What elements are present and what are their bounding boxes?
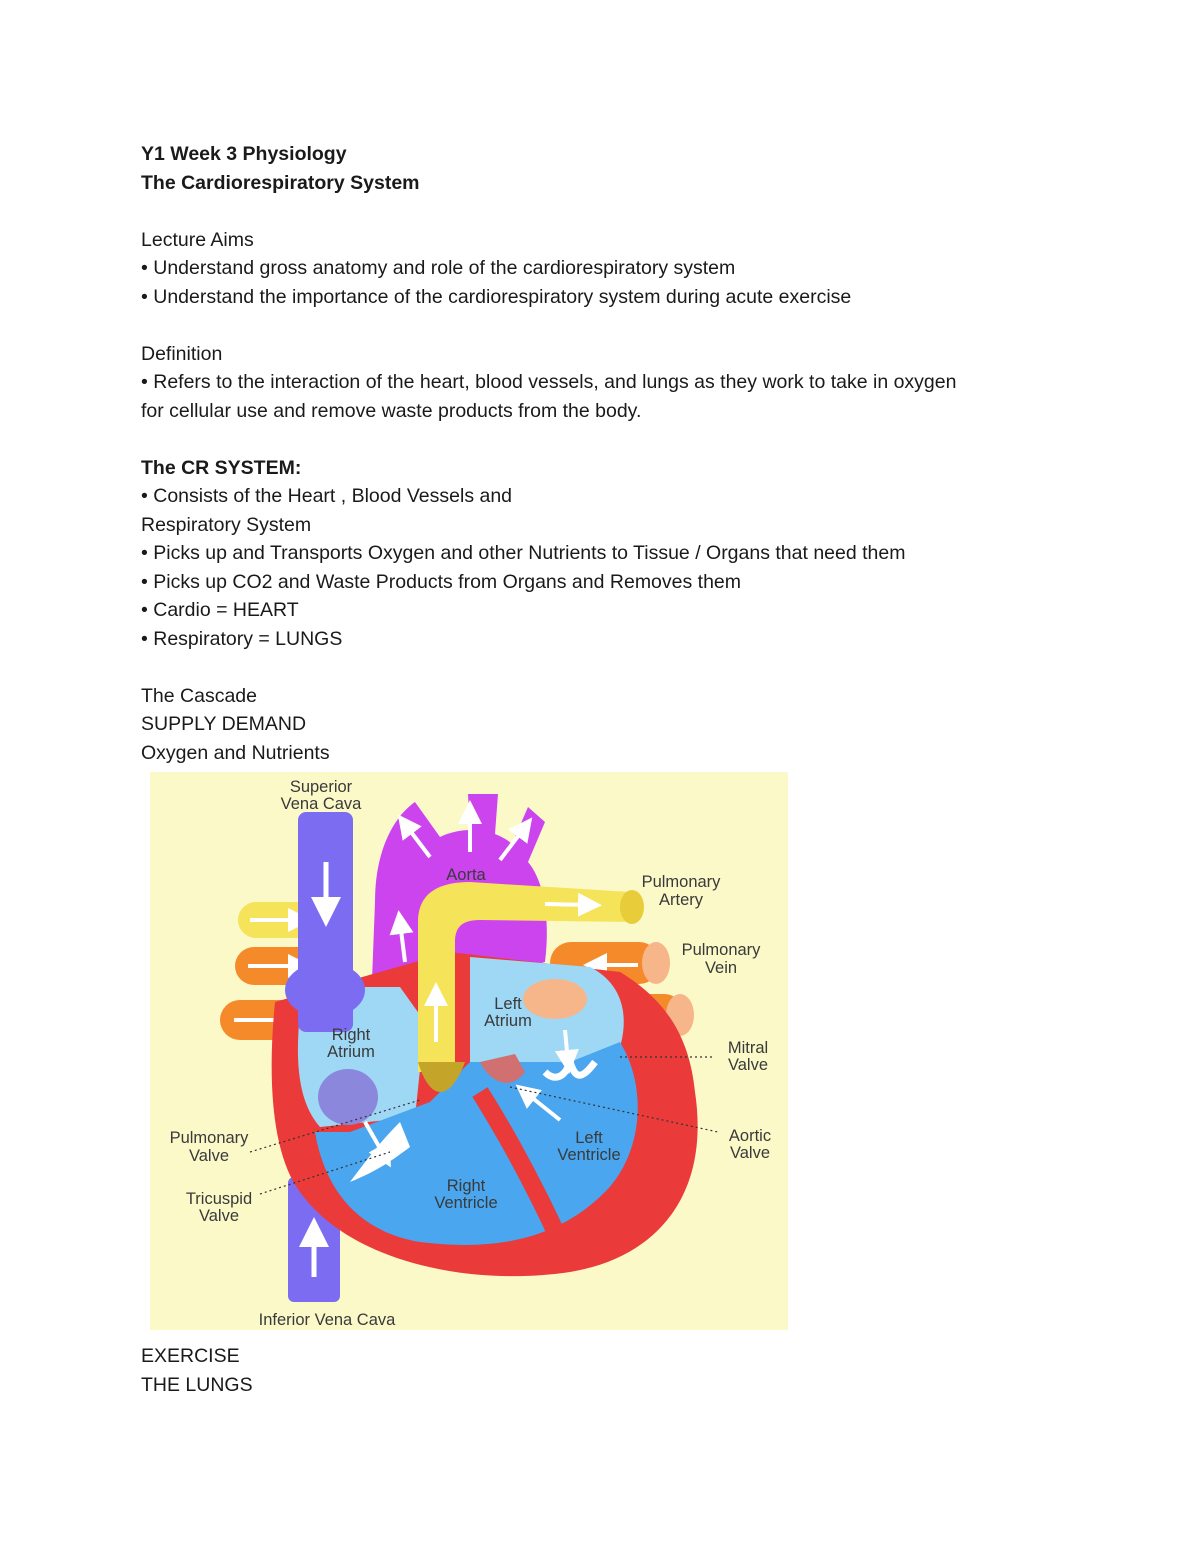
label-aortic-valve-1: Aortic bbox=[729, 1127, 771, 1145]
flow-arrow bbox=[498, 817, 533, 862]
label-superior-vena-cava-2: Vena Cava bbox=[281, 795, 363, 813]
septum bbox=[472, 1087, 569, 1246]
label-pulmonary-valve-2: Valve bbox=[189, 1147, 229, 1165]
lungs-heading: THE LUNGS bbox=[141, 1373, 253, 1396]
aims-item: • Understand gross anatomy and role of t… bbox=[141, 257, 736, 279]
label-tricuspid-valve-2: Valve bbox=[199, 1207, 239, 1225]
leader-line bbox=[509, 1086, 719, 1133]
label-right-atrium-1: Right bbox=[332, 1026, 371, 1044]
document-footer-text: EXERCISE THE LUNGS bbox=[141, 1342, 253, 1399]
cr-system-item: • Picks up CO2 and Waste Products from O… bbox=[141, 570, 742, 593]
document-title: Y1 Week 3 Physiology bbox=[141, 143, 347, 165]
aortic-valve-shape bbox=[480, 1054, 525, 1083]
cascade-line: SUPPLY DEMAND bbox=[141, 713, 307, 735]
label-mitral-valve-2: Valve bbox=[728, 1056, 768, 1074]
ventricles-shape bbox=[315, 1042, 638, 1245]
document-body: Y1 Week 3 Physiology The Cardiorespirato… bbox=[141, 140, 1101, 767]
pulmonary-artery-shape bbox=[418, 882, 630, 1072]
label-right-ventricle-1: Right bbox=[447, 1177, 486, 1195]
label-aorta: Aorta bbox=[446, 866, 486, 884]
cr-system-item: • Consists of the Heart , Blood Vessels … bbox=[141, 485, 513, 507]
flow-arrow bbox=[363, 1121, 391, 1168]
heart-diagram-svg: Superior Vena Cava Aorta Pulmonary Arter… bbox=[150, 772, 788, 1330]
label-pulmonary-vein-2: Vein bbox=[705, 959, 737, 977]
flow-arrow bbox=[397, 814, 432, 859]
exercise-heading: EXERCISE bbox=[141, 1345, 240, 1367]
label-tricuspid-valve-1: Tricuspid bbox=[186, 1190, 252, 1208]
label-pulmonary-artery-1: Pulmonary bbox=[642, 873, 722, 891]
cascade-heading: The Cascade bbox=[141, 684, 257, 707]
cr-system-item: Respiratory System bbox=[141, 513, 312, 536]
cr-system-item: • Picks up and Transports Oxygen and oth… bbox=[141, 542, 906, 564]
label-pulmonary-valve-1: Pulmonary bbox=[170, 1129, 250, 1147]
document-subtitle: The Cardiorespiratory System bbox=[141, 171, 420, 194]
flow-arrow bbox=[515, 1084, 562, 1122]
label-mitral-valve-1: Mitral bbox=[728, 1039, 768, 1057]
label-superior-vena-cava-1: Superior bbox=[290, 778, 353, 796]
heart-diagram: Superior Vena Cava Aorta Pulmonary Arter… bbox=[150, 772, 788, 1330]
label-aortic-valve-2: Valve bbox=[730, 1144, 770, 1162]
label-left-ventricle-1: Left bbox=[575, 1129, 603, 1147]
flow-arrow bbox=[554, 1029, 579, 1074]
label-left-atrium-1: Left bbox=[494, 995, 522, 1013]
definition-heading: Definition bbox=[141, 342, 223, 365]
label-inferior-vena-cava: Inferior Vena Cava bbox=[259, 1311, 396, 1329]
label-left-atrium-2: Atrium bbox=[484, 1012, 532, 1030]
flow-arrow bbox=[389, 910, 414, 963]
cr-system-item: • Cardio = HEART bbox=[141, 599, 299, 621]
aims-heading: Lecture Aims bbox=[141, 228, 254, 251]
pulmonary-valve-shape bbox=[418, 1062, 465, 1092]
label-right-atrium-2: Atrium bbox=[327, 1043, 375, 1061]
label-pulmonary-vein-1: Pulmonary bbox=[682, 941, 762, 959]
label-pulmonary-artery-2: Artery bbox=[659, 891, 704, 909]
cr-system-heading: The CR SYSTEM: bbox=[141, 456, 302, 479]
definition-text-line: • Refers to the interaction of the heart… bbox=[141, 371, 957, 393]
aims-item: • Understand the importance of the cardi… bbox=[141, 285, 852, 308]
cascade-line: Oxygen and Nutrients bbox=[141, 741, 330, 764]
label-left-ventricle-2: Ventricle bbox=[557, 1146, 620, 1164]
flow-arrow bbox=[544, 892, 602, 917]
cr-system-item: • Respiratory = LUNGS bbox=[141, 627, 343, 650]
label-right-ventricle-2: Ventricle bbox=[434, 1194, 497, 1212]
definition-text-line: for cellular use and remove waste produc… bbox=[141, 399, 642, 422]
